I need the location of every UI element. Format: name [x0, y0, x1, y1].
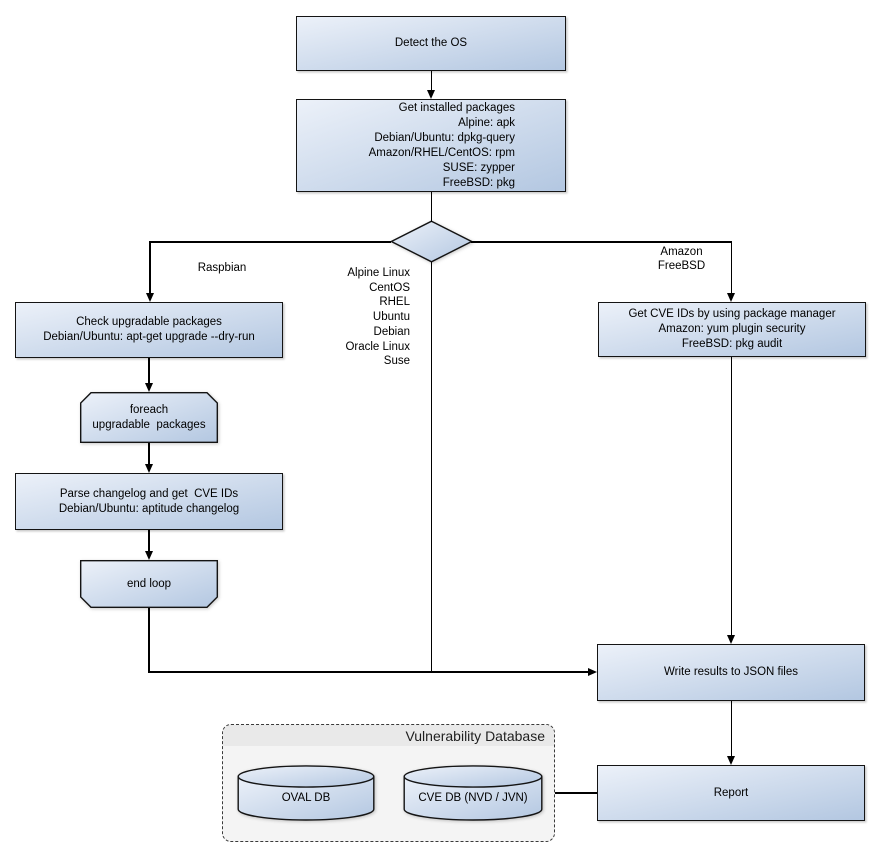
edge-write-results-to-report [730, 701, 733, 756]
node-parse-changelog: Parse changelog and get CVE IDs Debian/U… [15, 473, 283, 530]
node-end-loop: end loop [80, 560, 218, 608]
node-check-upgradable-packages: Check upgradable packages Debian/Ubuntu:… [15, 302, 283, 358]
node-get-installed-packages-label: Get installed packages Alpine: apk Debia… [368, 101, 515, 189]
cve-db-label: CVE DB (NVD / JVN) [418, 792, 528, 804]
node-parse-changelog-label: Parse changelog and get CVE IDs Debian/U… [58, 487, 240, 515]
arrowhead-down-icon [427, 89, 435, 99]
node-check-upgradable-packages-label: Check upgradable packages Debian/Ubuntu:… [43, 316, 255, 343]
edge-endloop-down [148, 608, 150, 673]
edge-diamond-middle-down [430, 262, 433, 673]
arrowhead-down-icon [727, 292, 735, 302]
arrowhead-right-icon [587, 667, 597, 676]
edge-diamond-right [471, 241, 732, 243]
edge-label-amazon-freebsd: Amazon FreeBSD [657, 246, 706, 272]
node-detect-os-label: Detect the OS [394, 37, 468, 49]
oval-db-label: OVAL DB [281, 792, 331, 804]
arrowhead-down-icon [144, 463, 153, 473]
edge-database-to-report [554, 792, 597, 794]
node-write-results: Write results to JSON files [597, 644, 865, 701]
edge-parse-to-endloop [148, 530, 150, 551]
oval-db-cylinder: OVAL DB [237, 765, 375, 821]
arrowhead-down-icon [727, 755, 735, 765]
edge-getcve-to-write-results [730, 357, 733, 635]
edge-merge-to-write-results [149, 671, 588, 673]
node-get-installed-packages: Get installed packages Alpine: apk Debia… [296, 99, 566, 192]
loop-start-shape [80, 392, 218, 443]
node-report: Report [597, 765, 865, 821]
diamond-shape [390, 220, 473, 263]
arrowhead-down-icon [145, 292, 154, 302]
loop-end-shape [80, 560, 218, 608]
edge-diamond-left [150, 241, 391, 243]
node-write-results-label: Write results to JSON files [664, 666, 798, 678]
edge-left-down [149, 241, 151, 294]
edge-packages-to-diamond [430, 192, 433, 222]
edge-right-down [730, 241, 733, 294]
edge-detect-to-packages [430, 71, 433, 91]
edge-label-os-list: Alpine Linux CentOS RHEL Ubuntu Debian O… [345, 267, 410, 368]
arrowhead-down-icon [727, 634, 735, 644]
node-get-cve-ids: Get CVE IDs by using package manager Ama… [598, 302, 866, 357]
node-detect-os: Detect the OS [296, 16, 566, 71]
database-cylinder-icon [403, 765, 543, 821]
edge-foreach-to-parse [148, 443, 150, 464]
vulnerability-database-title: Vulnerability Database [223, 725, 554, 746]
edge-label-raspbian: Raspbian [197, 262, 247, 274]
node-foreach-loop: foreach upgradable packages [80, 392, 218, 443]
decision-diamond [390, 220, 473, 263]
arrowhead-down-icon [144, 382, 153, 392]
node-end-loop-label: end loop [126, 577, 172, 590]
database-cylinder-icon [237, 765, 375, 821]
node-foreach-loop-label: foreach upgradable packages [92, 403, 206, 431]
edge-check-to-foreach [148, 358, 150, 383]
node-get-cve-ids-label: Get CVE IDs by using package manager Ama… [628, 308, 836, 350]
cve-db-cylinder: CVE DB (NVD / JVN) [403, 765, 543, 821]
arrowhead-down-icon [144, 550, 153, 560]
node-report-label: Report [713, 786, 749, 799]
